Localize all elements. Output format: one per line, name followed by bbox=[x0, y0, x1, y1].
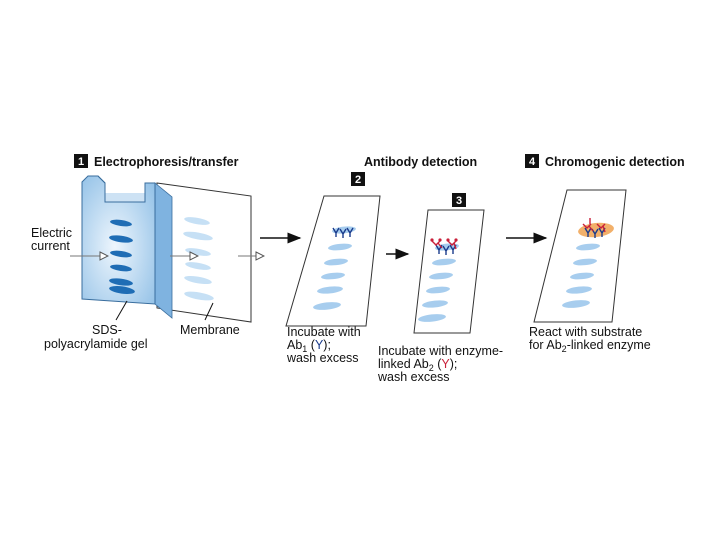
enzyme-dot bbox=[446, 238, 449, 241]
enzyme-dot bbox=[430, 238, 433, 241]
step4-number: 4 bbox=[529, 156, 536, 168]
antibody-detection-header: Antibody detection bbox=[364, 155, 477, 169]
ab1-caption-line3: wash excess bbox=[286, 351, 359, 365]
sds-gel bbox=[82, 176, 172, 318]
ab2-paren-close: ); bbox=[450, 357, 458, 371]
step1-title: Electrophoresis/transfer bbox=[94, 155, 239, 169]
enzyme-dot bbox=[438, 238, 441, 241]
membrane-panel-chromogenic bbox=[534, 190, 626, 322]
enzyme-dot bbox=[454, 238, 457, 241]
gel-pointer-line bbox=[116, 301, 127, 320]
gel-label-line2: polyacrylamide gel bbox=[44, 337, 148, 351]
substrate-caption-line2: for Ab2-linked enzyme bbox=[529, 338, 651, 354]
step1-header: 1 Electrophoresis/transfer bbox=[74, 154, 239, 169]
ab2-text: linked Ab bbox=[378, 357, 429, 371]
step1-number: 1 bbox=[78, 156, 84, 168]
ab1-paren-close: ); bbox=[323, 338, 331, 352]
step2-marker: 2 bbox=[351, 172, 365, 186]
substrate-text-end: -linked enzyme bbox=[567, 338, 651, 352]
substrate-caption-line1: React with substrate bbox=[529, 325, 642, 339]
membrane-panel-ab1 bbox=[286, 196, 380, 326]
membrane-panel-ab2 bbox=[414, 210, 484, 333]
substrate-text: for Ab bbox=[529, 338, 562, 352]
step4-header: 4 Chromogenic detection bbox=[525, 154, 685, 169]
step2-number: 2 bbox=[355, 174, 361, 186]
electric-current-label-line2: current bbox=[31, 239, 70, 253]
ab1-text: Ab bbox=[287, 338, 302, 352]
ab2-caption-line3: wash excess bbox=[377, 370, 450, 384]
ab1-caption-line1: Incubate with bbox=[287, 325, 361, 339]
electric-current-label-line1: Electric bbox=[31, 226, 72, 240]
step4-title: Chromogenic detection bbox=[545, 155, 685, 169]
step3-number: 3 bbox=[456, 195, 462, 207]
gel-label-line1: SDS- bbox=[92, 323, 122, 337]
step3-marker: 3 bbox=[452, 193, 466, 207]
membrane-label: Membrane bbox=[180, 323, 240, 337]
ab2-caption-line1: Incubate with enzyme- bbox=[378, 344, 503, 358]
